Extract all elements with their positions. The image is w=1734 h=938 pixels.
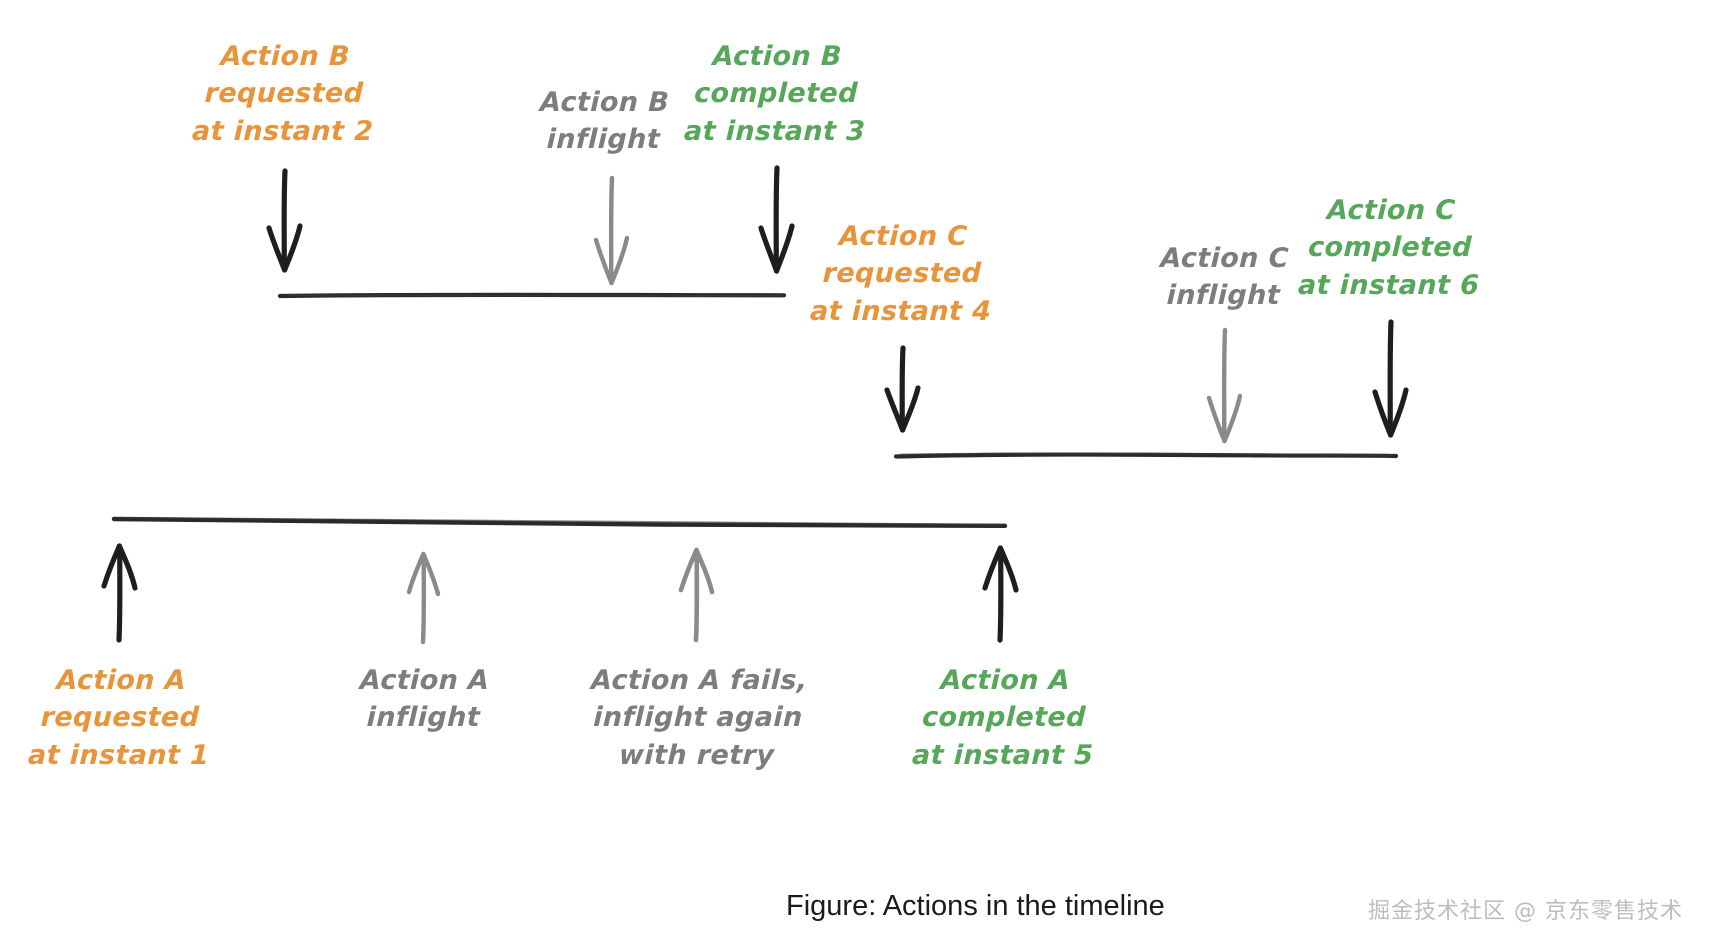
arrow-b-completed	[758, 165, 795, 274]
label-action-b-requested: Action B requested at instant 2	[191, 41, 374, 147]
figure-caption: Figure: Actions in the timeline	[786, 890, 1165, 922]
label-action-a-completed: Action A completed at instant 5	[911, 665, 1094, 771]
arrow-c-requested	[884, 345, 921, 433]
label-action-a-inflight: Action A inflight	[359, 665, 490, 734]
arrow-a-requested	[101, 543, 138, 643]
label-action-a-retry: Action A fails, inflight again with retr…	[590, 665, 809, 771]
timeline-bar-c-overlay	[899, 452, 1393, 457]
label-action-c-requested: Action C requested at instant 4	[809, 221, 992, 327]
timeline-track-action-a	[111, 516, 1008, 528]
arrow-b-inflight	[593, 175, 630, 286]
label-action-a-requested: Action A requested at instant 1	[27, 665, 210, 771]
arrow-c-inflight	[1206, 327, 1243, 444]
arrow-a-inflight	[406, 551, 441, 645]
arrow-c-completed	[1372, 319, 1409, 438]
watermark: 掘金技术社区 @ 京东零售技术	[1368, 899, 1683, 924]
timeline-bar-a	[111, 516, 1008, 528]
arrow-a-completed	[982, 545, 1019, 643]
timeline-track-action-b	[277, 292, 787, 299]
timeline-track-action-c	[893, 452, 1399, 459]
arrow-b-requested	[266, 168, 303, 273]
arrow-a-retry	[678, 547, 715, 643]
label-action-b-completed: Action B completed at instant 3	[683, 41, 866, 147]
label-action-c-completed: Action C completed at instant 6	[1297, 195, 1480, 301]
